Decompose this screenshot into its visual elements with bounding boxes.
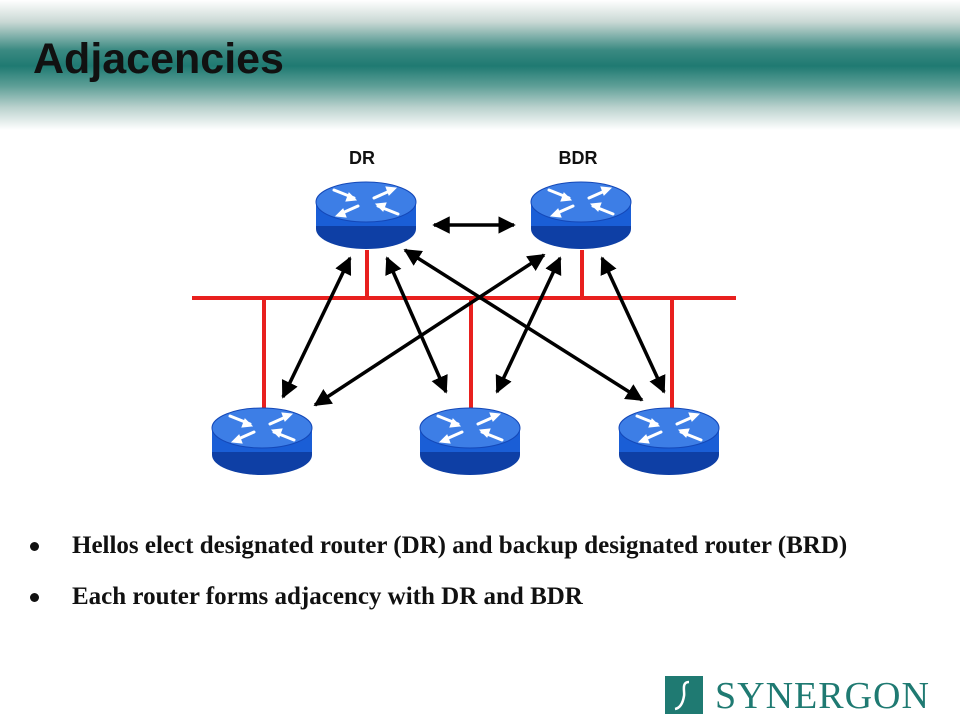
router-icon [617,406,721,477]
router-bdr [529,180,633,251]
router-bottom-left [210,406,314,477]
label-bdr: BDR [559,148,598,168]
router-dr [314,180,418,251]
router-icon [314,180,418,251]
bullet-list: Hellos elect designated router (DR) and … [30,526,910,628]
logo-text: SYNERGON [715,675,930,717]
adjacency-dr-r1 [281,256,352,399]
router-icon [210,406,314,477]
lan-segment [192,250,736,410]
router-bottom-right [617,406,721,477]
label-dr: DR [349,148,375,168]
adjacency-bdr-r2 [495,256,562,394]
synergon-logo: SYNERGON [665,676,945,716]
bullet-dot [30,542,39,551]
adjacency-arrows [281,216,666,407]
bullet-item: Hellos elect designated router (DR) and … [30,526,910,566]
router-icon [529,180,633,251]
bullet-dot [30,593,39,602]
bullet-text: Hellos elect designated router (DR) and … [72,532,848,559]
router-icon [418,406,522,477]
router-bottom-middle [418,406,522,477]
header-band [0,0,960,130]
slide-title: Adjacencies [33,35,284,83]
logo-mark-icon [665,676,703,714]
bullet-text: Each router forms adjacency with DR and … [72,583,583,610]
adjacency-bdr-r3 [600,256,666,394]
bullet-item: Each router forms adjacency with DR and … [30,577,910,617]
adjacency-bdr-r1 [313,253,546,407]
